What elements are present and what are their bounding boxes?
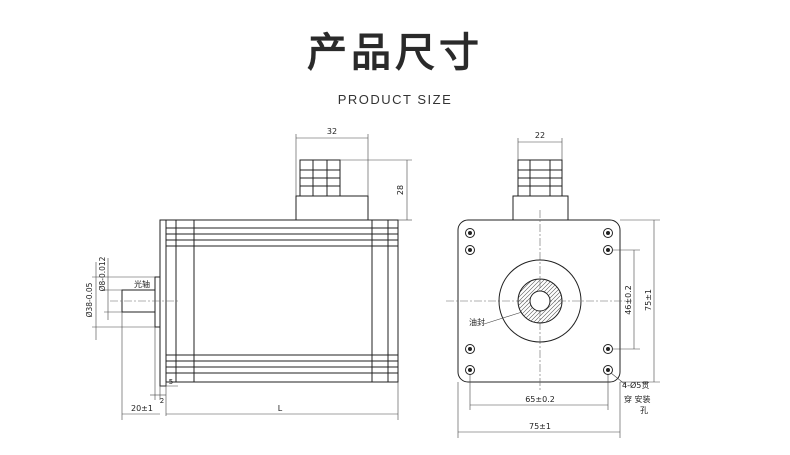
- dim-hole-vertical: 46±0.2: [624, 285, 633, 315]
- leader-line: [610, 372, 627, 386]
- front-boss: [498, 259, 582, 343]
- mounting-hole-center: [606, 248, 610, 252]
- dim-hole-horizontal: 65±0.2: [525, 395, 555, 404]
- dim-body-height: 75±1: [644, 289, 653, 311]
- dim-shaft-length: 20±1: [131, 404, 153, 413]
- motor-body: [165, 219, 399, 383]
- leader-line: [483, 311, 523, 325]
- mounting-hole-center: [606, 368, 610, 372]
- mounting-hole-center: [606, 231, 610, 235]
- mounting-hole: [465, 365, 475, 375]
- hole-note-line3: 孔: [640, 406, 648, 415]
- front-shaft: [529, 290, 551, 312]
- label-shaft: 光轴: [134, 279, 150, 289]
- mounting-hole-center: [468, 231, 472, 235]
- dim-body-width: 75±1: [529, 422, 551, 431]
- dim-body-length: L: [278, 404, 283, 413]
- side-view: 32 28 光轴 Ø38-0.05 Ø8-0.012 5 2 20±1: [85, 127, 412, 420]
- flange-plate: [159, 219, 167, 387]
- shaft-boss: [154, 276, 161, 328]
- mounting-hole-center: [468, 347, 472, 351]
- front-cable-gland-base: [512, 195, 569, 221]
- mounting-hole-center: [606, 347, 610, 351]
- mounting-hole: [603, 365, 613, 375]
- hole-note-line1: 4-Ø5贯: [622, 380, 649, 390]
- mounting-hole-center: [468, 368, 472, 372]
- dim-cable-width: 32: [327, 127, 337, 136]
- dim-step-2: 2: [160, 397, 164, 405]
- mounting-hole: [603, 228, 613, 238]
- label-oil-seal: 油封: [469, 317, 485, 327]
- page-title: 产品尺寸: [307, 30, 483, 76]
- front-view: 22 油封 46±0.2: [446, 131, 660, 438]
- page-subtitle: PRODUCT SIZE: [337, 92, 453, 107]
- dim-front-cable-width: 22: [535, 131, 545, 140]
- hole-note-line2: 穿 安装: [624, 394, 651, 404]
- dim-cable-height: 28: [396, 185, 405, 195]
- mounting-hole: [465, 245, 475, 255]
- mounting-hole-center: [468, 248, 472, 252]
- mounting-hole: [465, 344, 475, 354]
- dim-step-5: 5: [169, 378, 173, 386]
- dim-flange-diameter: Ø38-0.05: [85, 282, 94, 317]
- mounting-hole: [465, 228, 475, 238]
- cable-gland-base: [295, 195, 369, 221]
- dim-shaft-diameter: Ø8-0.012: [98, 256, 107, 291]
